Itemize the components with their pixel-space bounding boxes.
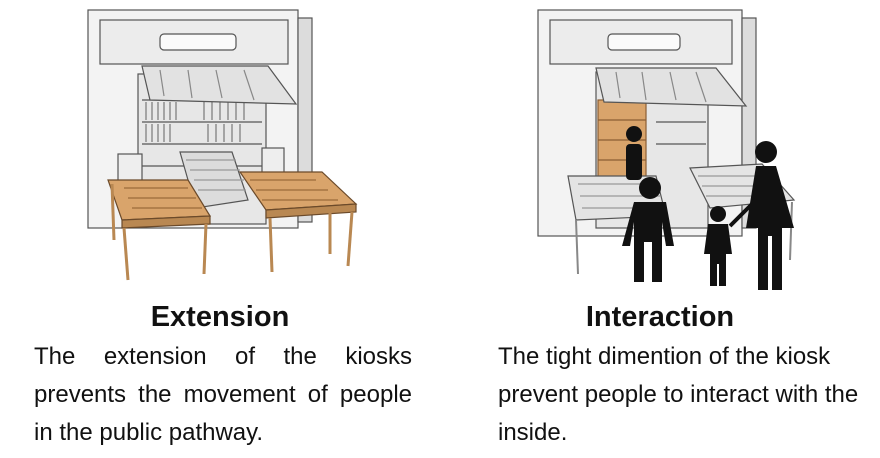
panel-extension: Extension The extension of the kiosks pr… — [34, 9, 412, 446]
panel-title: Extension — [150, 301, 290, 333]
panel-title: Interaction — [585, 301, 735, 333]
panel-interaction: Interaction The tight dimention of the k… — [440, 0, 880, 458]
panel-description: The extension of the kiosks prevents the… — [34, 343, 412, 446]
panel-description: The tight dimention of the kiosk prevent… — [498, 343, 859, 446]
kiosk-extended-tables-icon — [87, 9, 358, 281]
kiosk-people-interaction-icon — [537, 9, 796, 290]
